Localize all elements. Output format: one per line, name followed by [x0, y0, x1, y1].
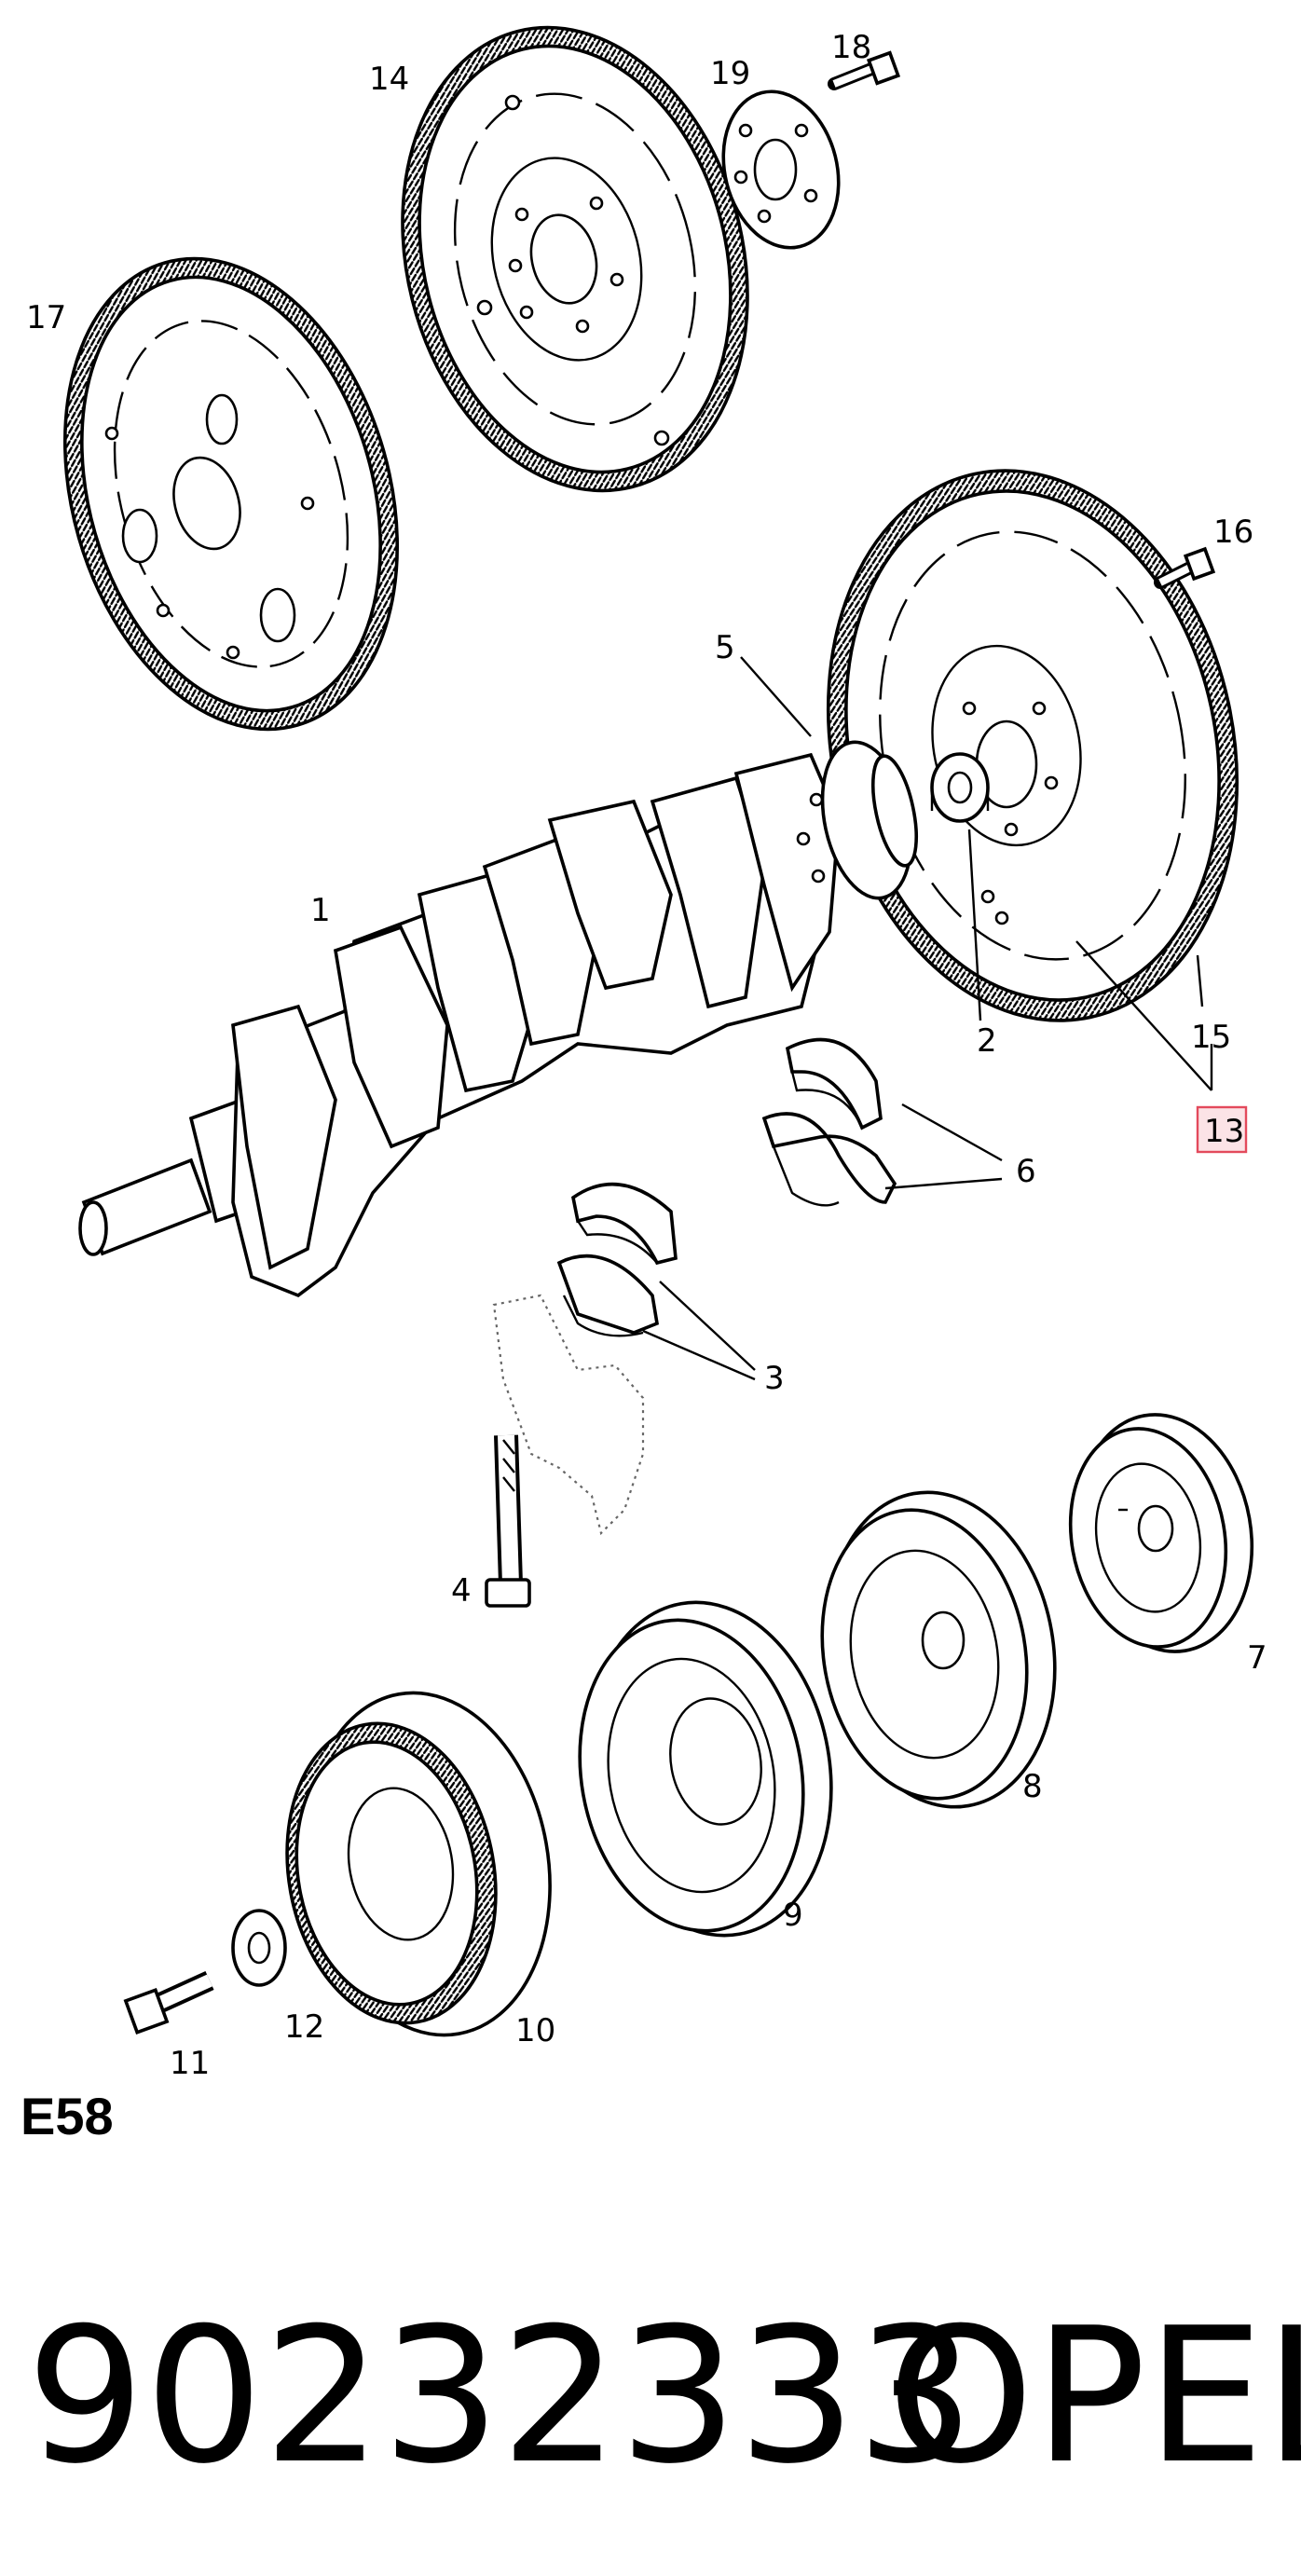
highlight-box-13	[1196, 1105, 1248, 1154]
conrod-cap-outline	[492, 1294, 645, 1536]
part-6-main-bearings	[761, 1037, 897, 1207]
part-3-conrod-bearings	[556, 1182, 678, 1337]
part-1-crankshaft	[78, 740, 919, 1298]
part-8-pulley	[820, 1490, 1057, 1809]
part-7-pulley	[1068, 1413, 1254, 1653]
label-18: 18	[831, 29, 871, 66]
label-4: 4	[451, 1572, 472, 1610]
label-8: 8	[1022, 1768, 1043, 1805]
label-12: 12	[284, 2008, 324, 2046]
part-9-pulley	[578, 1600, 833, 1938]
part-16-bolt	[1154, 546, 1216, 589]
label-19: 19	[710, 55, 750, 92]
leader-lines	[642, 656, 1213, 1512]
label-17: 17	[26, 299, 66, 336]
part-11-bolt	[123, 1970, 214, 2035]
part-19-plate	[721, 89, 841, 250]
label-6: 6	[1016, 1153, 1036, 1190]
brand-name: OPEL	[887, 2288, 1301, 2505]
label-13: 13	[1204, 1113, 1244, 1150]
callout-labels: 1 2 3 4 5 6 7 8 9 10 11 12 13 14 15 16 1…	[26, 29, 1267, 2082]
label-14: 14	[369, 61, 409, 98]
diagram-code: E58	[21, 2087, 114, 2145]
part-17-flexplate	[62, 256, 400, 732]
label-7: 7	[1247, 1639, 1267, 1677]
label-2: 2	[977, 1022, 997, 1060]
part-number: 90232333	[26, 2288, 975, 2505]
part-13-flywheel-assembly	[826, 469, 1239, 1022]
part-18-bolt	[828, 50, 901, 90]
part-4-bolt	[485, 1434, 531, 1608]
label-15: 15	[1191, 1019, 1231, 1056]
label-1: 1	[310, 892, 331, 929]
part-10-pulley	[285, 1691, 552, 2037]
label-11: 11	[170, 2045, 210, 2082]
label-3: 3	[764, 1360, 785, 1397]
part-2-bush	[930, 752, 990, 823]
label-5: 5	[715, 629, 735, 666]
label-9: 9	[783, 1897, 803, 1934]
label-16: 16	[1213, 514, 1253, 551]
part-14-flywheel	[401, 25, 749, 493]
part-12-washer	[231, 1909, 287, 1987]
label-10: 10	[515, 2012, 555, 2049]
